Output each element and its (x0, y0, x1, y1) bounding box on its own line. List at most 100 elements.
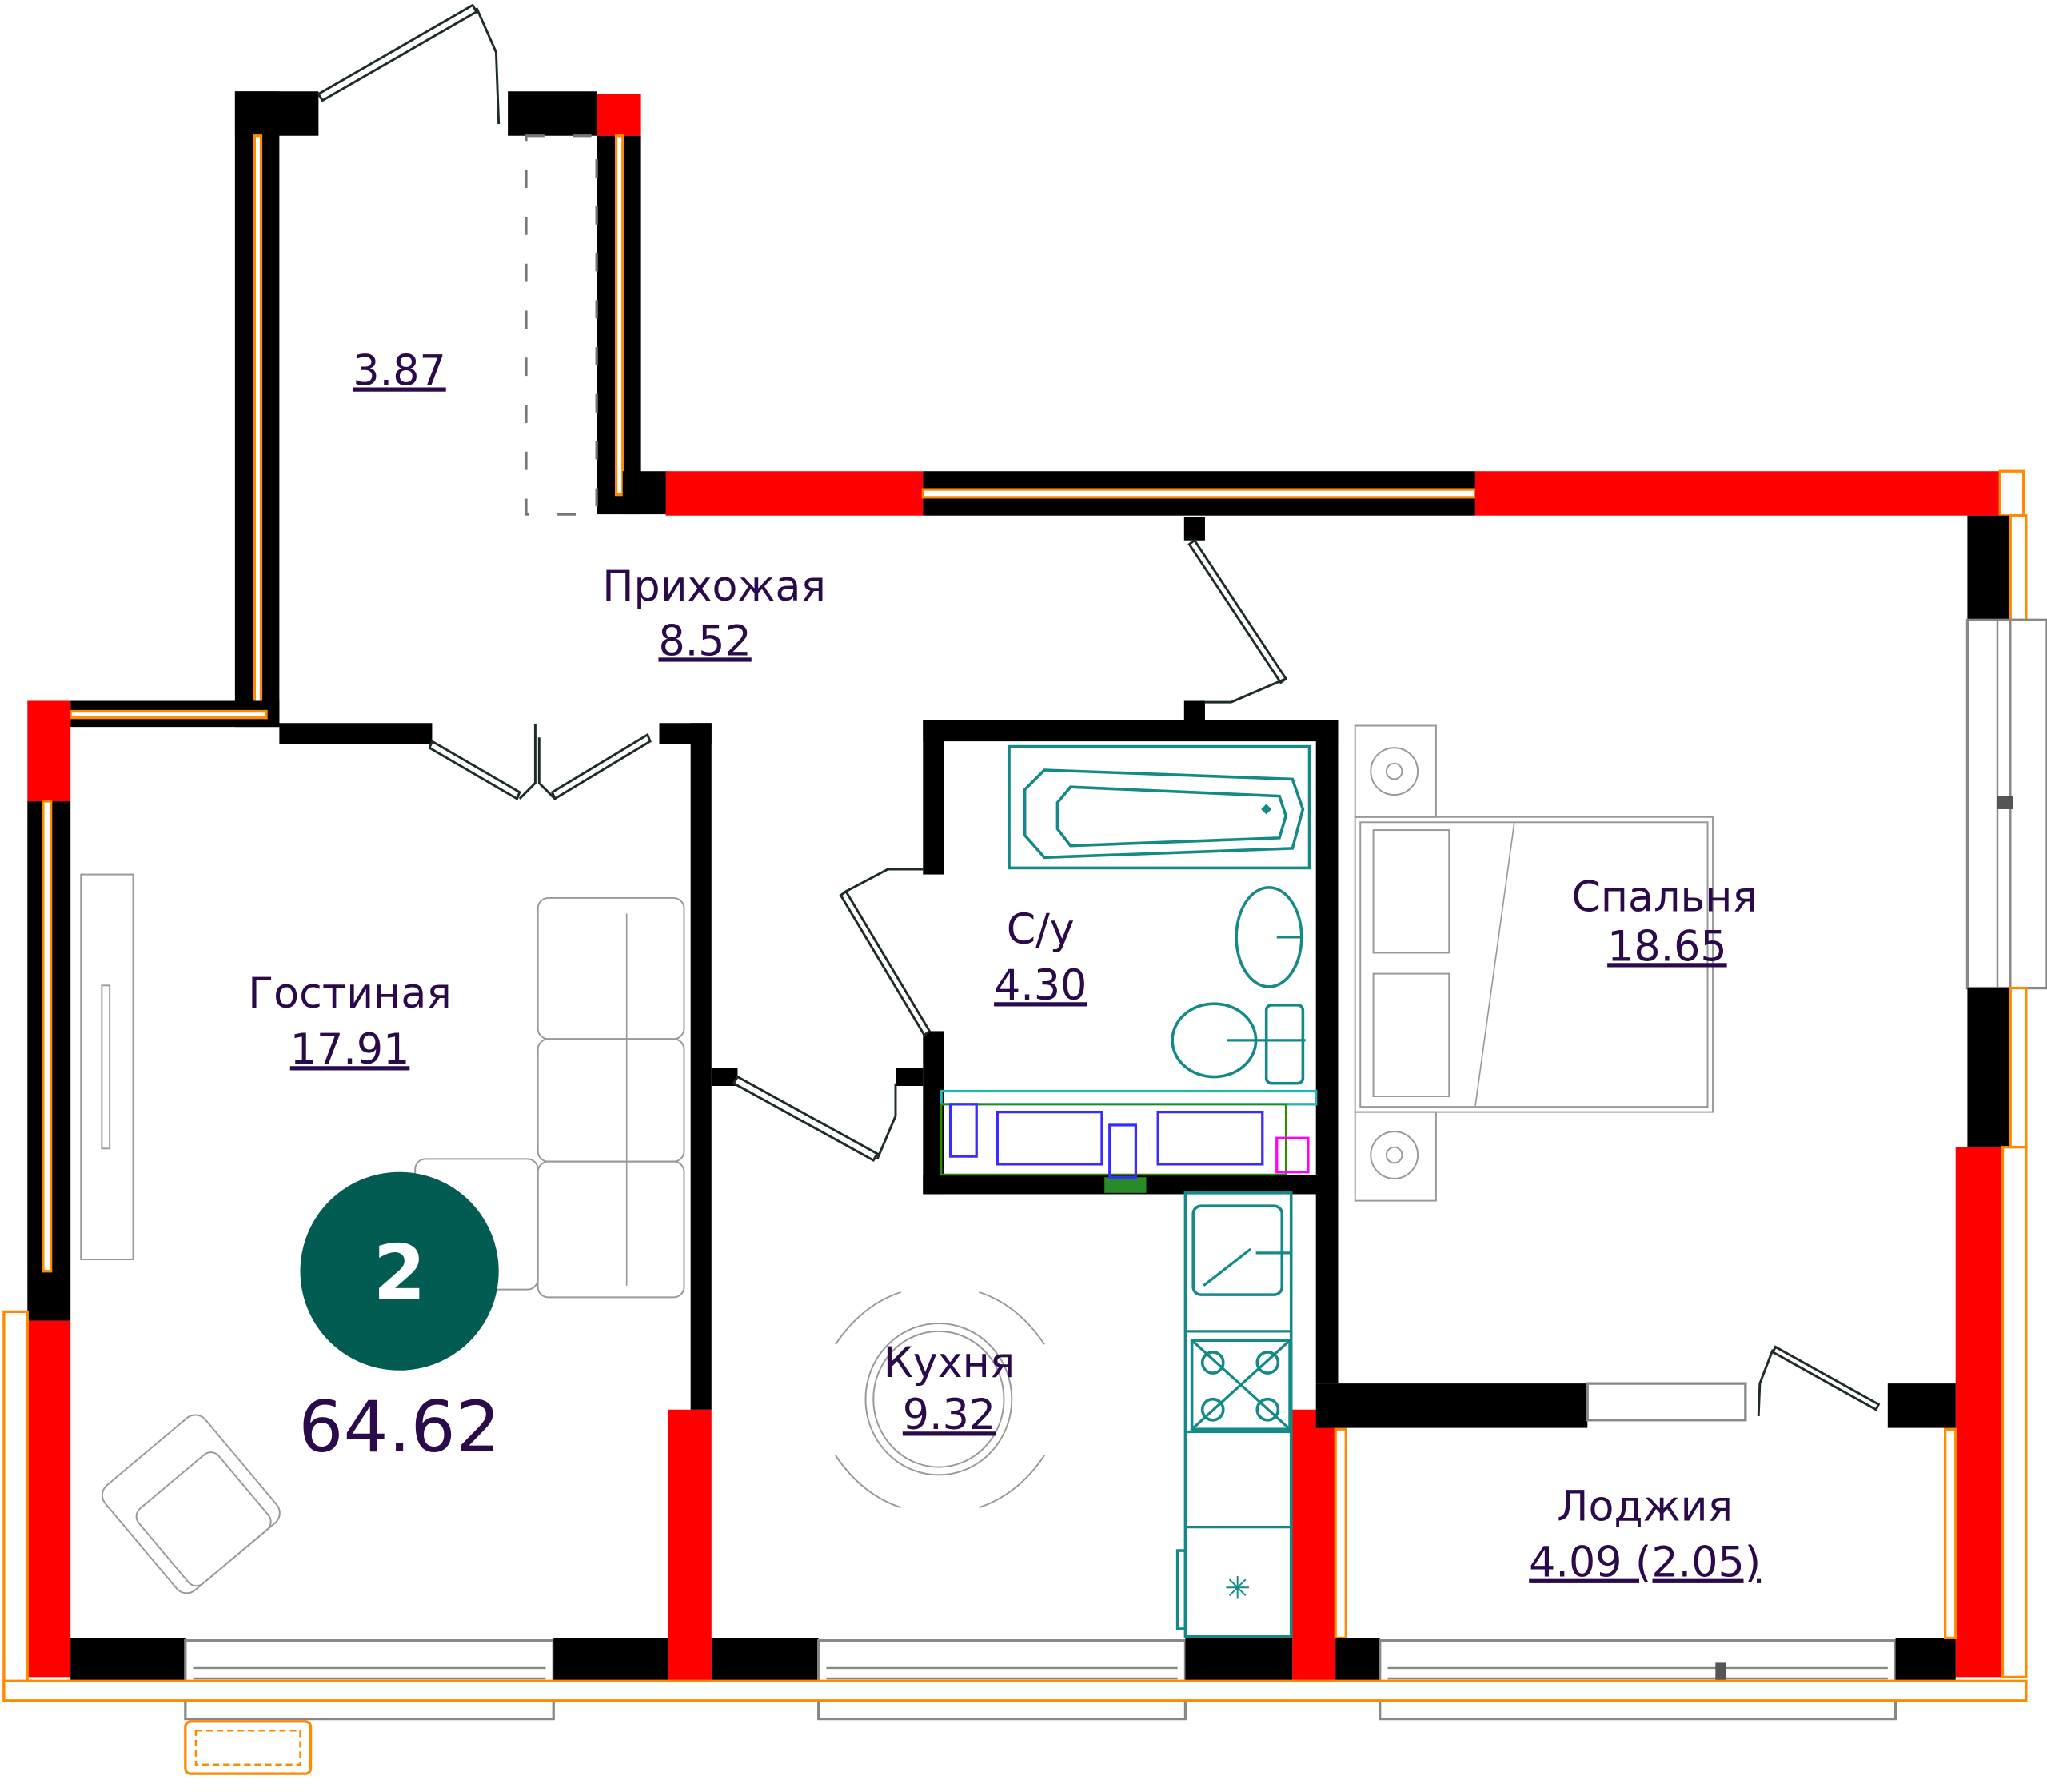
nightstand (1354, 1111, 1437, 1202)
ac-unit-icon (184, 1720, 313, 1775)
chair (979, 1455, 1045, 1509)
insulation-strip (614, 134, 624, 497)
wall-segment (279, 723, 433, 744)
kitchen-area: 9.32 (903, 1391, 996, 1439)
doors (317, 3, 1881, 1416)
hallway-name: Прихожая (602, 563, 826, 611)
wall-segment (923, 720, 944, 875)
door-swing-arc (843, 868, 924, 894)
room-labels: 3.87 Прихожая 8.52 Гостиная 17.91 С/у 4.… (248, 348, 1761, 1587)
loggia-area: 4.09 (2.05) (1529, 1539, 1761, 1587)
wall-segment (1183, 517, 1205, 541)
shelf (940, 1089, 1318, 1106)
cooktop (1190, 1339, 1291, 1431)
lamp-icon (1370, 747, 1419, 796)
wall-segment (1335, 1638, 1380, 1682)
living-window (184, 1639, 555, 1721)
living-door-right[interactable] (550, 732, 652, 801)
sofa-section (537, 1160, 685, 1299)
nightstand (1354, 724, 1437, 818)
loggia-inner-window (1586, 1382, 1747, 1422)
living-name: Гостиная (248, 970, 451, 1018)
wall-segment (508, 91, 597, 136)
insulation-strip (1998, 469, 2025, 517)
wall-segment (1185, 1638, 1293, 1682)
drain-icon (1261, 804, 1272, 815)
load-bearing-wall (665, 471, 924, 516)
kitchen-sink (1191, 1204, 1284, 1296)
insulation-strip (69, 709, 268, 720)
dryer (1156, 1110, 1264, 1166)
chair (979, 1291, 1045, 1345)
walls (2, 91, 2047, 1721)
bedroom-door[interactable] (1187, 538, 1288, 684)
rooms-count: 2 (373, 1229, 426, 1317)
wall-segment (711, 1638, 819, 1682)
bed (1354, 816, 1714, 1113)
kitchen-door[interactable] (732, 1075, 880, 1162)
wall-segment (1967, 515, 2011, 621)
bedroom-area: 18.65 (1607, 923, 1727, 971)
pillow (1372, 829, 1450, 954)
bathroom-fixtures (940, 744, 1318, 1179)
wall-segment (1315, 720, 1339, 1195)
wall-segment (1315, 1194, 1339, 1384)
kitchen-window (817, 1639, 1187, 1721)
insulation-strip (2009, 986, 2028, 1149)
total-area: 64.62 (298, 1386, 500, 1468)
entrance-door[interactable] (317, 3, 478, 102)
hallway-area: 8.52 (658, 617, 751, 665)
door-swing-arc (518, 724, 537, 800)
bathroom-name: С/у (1007, 906, 1075, 954)
storage-area: 3.87 (353, 348, 445, 396)
burner-icon (1200, 1351, 1225, 1375)
load-bearing-wall (668, 1409, 712, 1682)
door-swing-arc (1757, 1349, 1774, 1416)
wall-segment (70, 1638, 186, 1682)
load-bearing-wall (1292, 1409, 1336, 1682)
wall-segment (1887, 1383, 1956, 1428)
wall-segment (896, 1068, 924, 1086)
burner-icon (1255, 1351, 1280, 1375)
bathroom-door[interactable] (839, 889, 932, 1037)
toilet-tank (1264, 1003, 1305, 1085)
tv-icon (101, 984, 111, 1150)
tv-cabinet (80, 873, 134, 1261)
rooms-badge: 2 (300, 1171, 499, 1371)
sofa-section (537, 896, 685, 1040)
insulation-strip (2009, 514, 2028, 621)
wall-segment (622, 471, 668, 515)
living-door-left[interactable] (428, 739, 521, 801)
load-bearing-wall (1955, 1147, 2003, 1678)
insulation-strip (1944, 1427, 1957, 1640)
furniture (80, 134, 1714, 1594)
loggia-name: Лоджия (1557, 1483, 1733, 1531)
wall-segment (690, 723, 712, 1410)
chair (835, 1455, 901, 1509)
door-swing-arc (1204, 677, 1287, 704)
insulation-strip (253, 134, 263, 724)
wall-segment (923, 720, 1339, 742)
sofa-section (537, 1038, 685, 1163)
vent-grille (1104, 1177, 1147, 1193)
loggia-door[interactable] (1771, 1345, 1881, 1411)
load-bearing-wall (27, 700, 71, 802)
wall-segment (1895, 1638, 1956, 1682)
boiler (1108, 1123, 1138, 1179)
load-bearing-wall (27, 1320, 71, 1678)
wall-segment (1967, 988, 2011, 1147)
washing-machine (996, 1110, 1103, 1166)
insulation-strip (1334, 1427, 1347, 1640)
wall-segment (711, 1068, 738, 1086)
door-swing-arc (537, 737, 556, 800)
insulation-strip (2, 1679, 2028, 1702)
bathroom-area: 4.30 (994, 962, 1087, 1010)
burner-icon (1255, 1397, 1280, 1422)
wall-segment (1183, 700, 1205, 724)
armchair (101, 1414, 281, 1594)
dining-table (864, 1323, 1013, 1476)
wall-segment (1315, 1383, 1588, 1428)
insulation-strip (2, 1310, 29, 1702)
wardrobe (525, 134, 598, 516)
